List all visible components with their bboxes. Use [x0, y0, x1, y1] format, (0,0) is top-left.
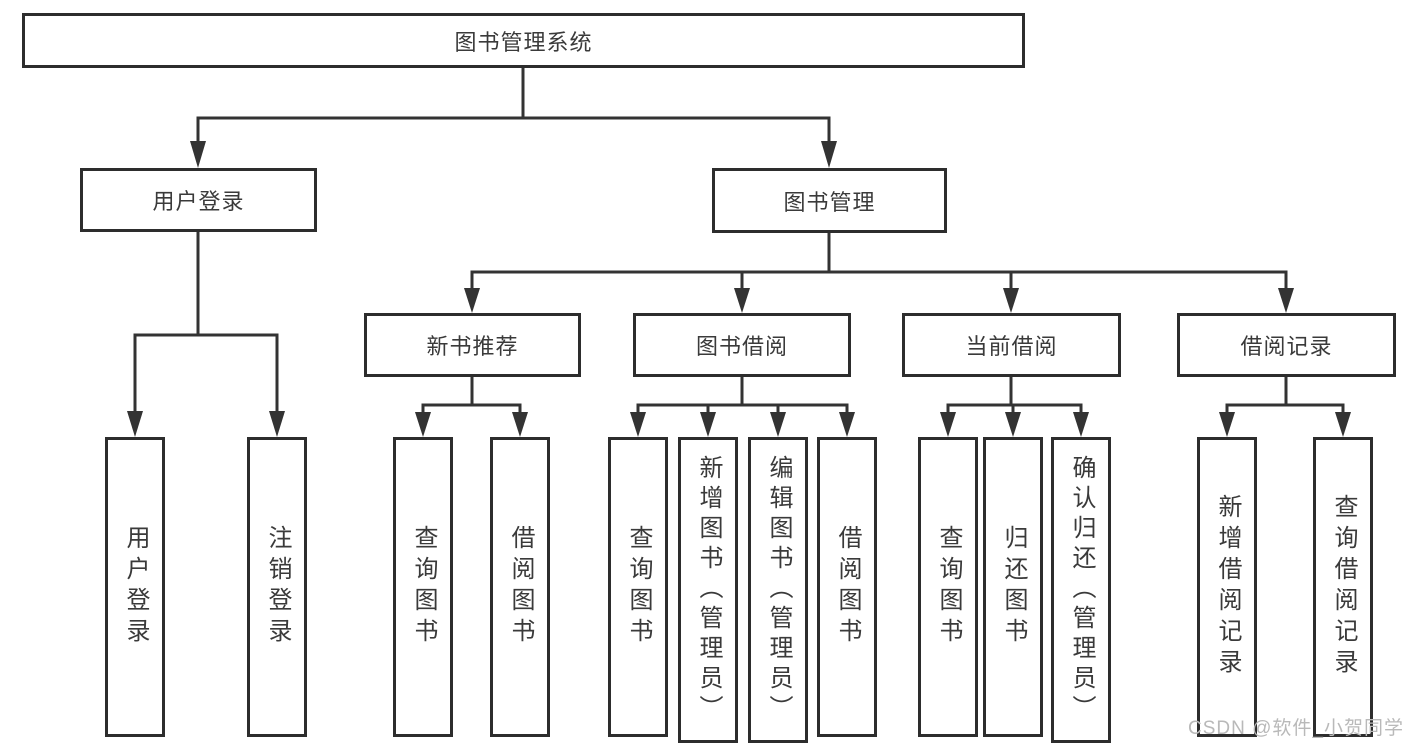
leaf-recommend-query-books-label: 查询图书	[410, 525, 437, 649]
leaf-logout-login-label: 注销登录	[264, 525, 291, 649]
node-user-login: 用户登录	[80, 168, 317, 232]
leaf-current-return-books-label: 归还图书	[1000, 525, 1027, 649]
leaf-recommend-borrow-books: 借阅图书	[490, 437, 550, 737]
leaf-borrowing-edit-books-admin-label: 编辑图书（管理员）	[765, 455, 792, 725]
leaf-current-query-books: 查询图书	[918, 437, 978, 737]
leaf-current-query-books-label: 查询图书	[935, 525, 962, 649]
leaf-records-query-record-label: 查询借阅记录	[1330, 494, 1357, 680]
leaf-current-confirm-return-admin: 确认归还（管理员）	[1051, 437, 1111, 743]
leaf-current-confirm-return-admin-label: 确认归还（管理员）	[1068, 455, 1095, 725]
leaf-records-add-record-label: 新增借阅记录	[1214, 494, 1241, 680]
node-book-borrowing: 图书借阅	[633, 313, 851, 377]
node-borrow-records: 借阅记录	[1177, 313, 1396, 377]
leaf-recommend-query-books: 查询图书	[393, 437, 453, 737]
leaf-borrowing-add-books-admin-label: 新增图书（管理员）	[695, 455, 722, 725]
leaf-records-add-record: 新增借阅记录	[1197, 437, 1257, 737]
leaf-borrowing-add-books-admin: 新增图书（管理员）	[678, 437, 738, 743]
leaf-logout-login: 注销登录	[247, 437, 307, 737]
leaf-borrowing-edit-books-admin: 编辑图书（管理员）	[748, 437, 808, 743]
node-root-system: 图书管理系统	[22, 13, 1025, 68]
leaf-recommend-borrow-books-label: 借阅图书	[507, 525, 534, 649]
node-current-borrowing: 当前借阅	[902, 313, 1121, 377]
leaf-borrowing-query-books-label: 查询图书	[625, 525, 652, 649]
csdn-watermark: CSDN @软件_小贺同学	[1188, 718, 1404, 739]
leaf-user-login-label: 用户登录	[122, 525, 149, 649]
leaf-borrowing-borrow-books: 借阅图书	[817, 437, 877, 737]
leaf-borrowing-query-books: 查询图书	[608, 437, 668, 737]
node-new-book-recommend: 新书推荐	[364, 313, 581, 377]
node-book-management: 图书管理	[712, 168, 947, 233]
leaf-current-return-books: 归还图书	[983, 437, 1043, 737]
leaf-records-query-record: 查询借阅记录	[1313, 437, 1373, 737]
leaf-borrowing-borrow-books-label: 借阅图书	[834, 525, 861, 649]
leaf-user-login: 用户登录	[105, 437, 165, 737]
